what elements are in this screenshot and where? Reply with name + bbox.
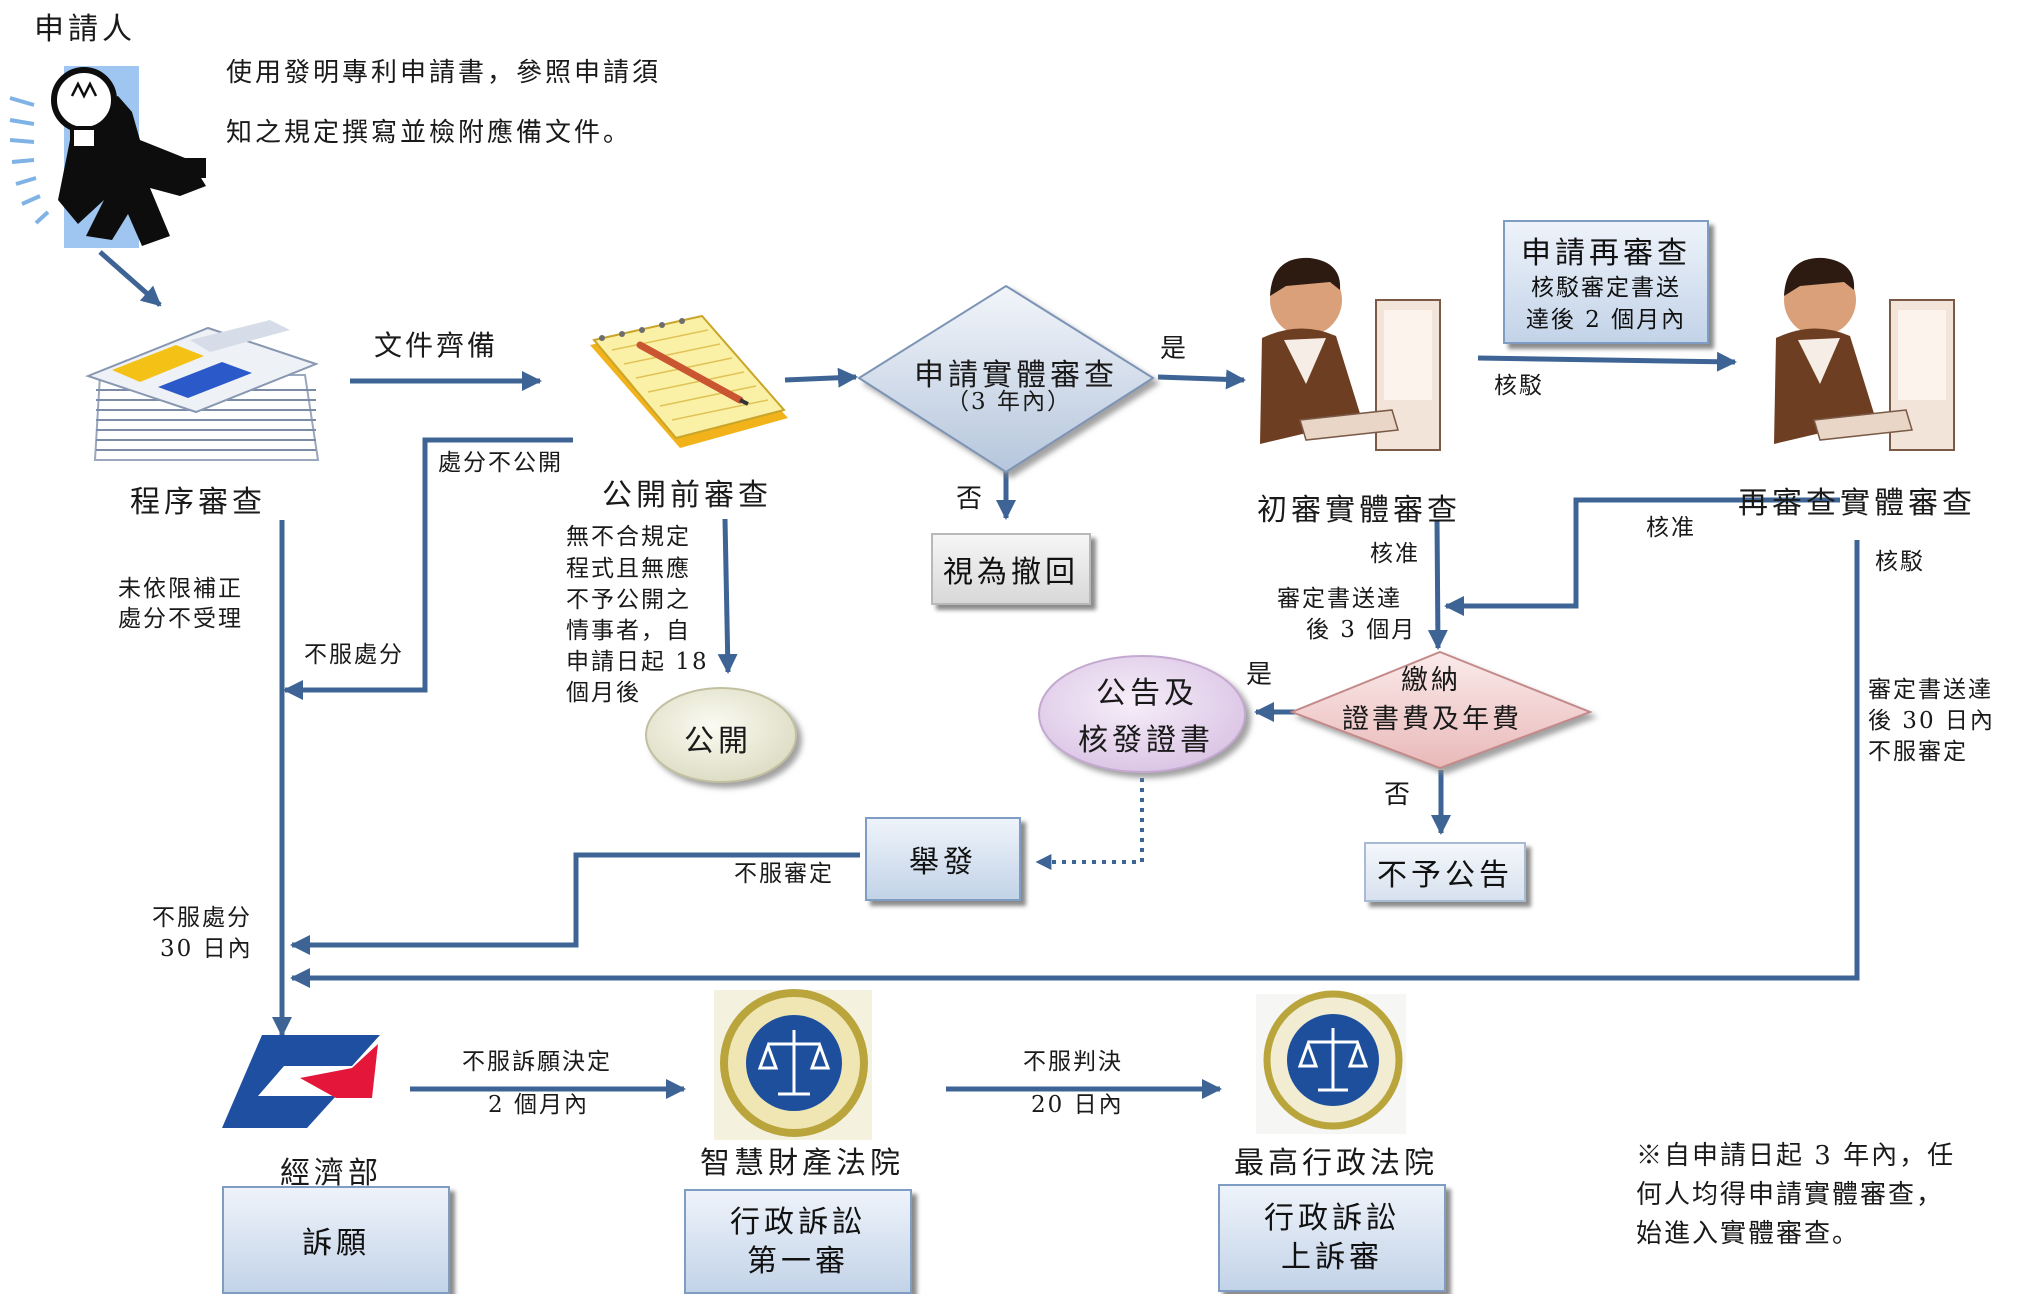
object-disposition-label-1: 不服處分 [304, 642, 404, 668]
no-violation-line6: 個月後 [566, 680, 641, 706]
arrow-publication [717, 518, 738, 674]
arrow-approved-reexam [1444, 497, 1840, 616]
pre-publication-review-label: 公開前審查 [602, 478, 772, 513]
documents-complete-label: 文件齊備 [374, 329, 499, 362]
reexam-served-line2: 後 30 日內 [1868, 708, 1995, 734]
object-disposition-2-line1: 不服處分 [152, 905, 252, 931]
rejected-label-2: 核駁 [1875, 549, 1925, 575]
reexam-served-line1: 審定書送達 [1868, 677, 1993, 703]
procedural-review-label: 程序審查 [130, 485, 266, 520]
applicant-label: 申請人 [34, 12, 136, 47]
pay-fees-line1: 繳納 [1401, 665, 1461, 696]
yes-label-2: 是 [1246, 660, 1276, 690]
no-violation-line2: 程式且無應 [566, 556, 691, 582]
admin-litigation-appeal-box: 行政訴訟 上訴審 [1218, 1184, 1446, 1292]
request-exam-diamond [857, 284, 1155, 474]
object-disposition-2-line2: 30 日內 [160, 936, 253, 962]
arrow-unpublished-disposition [283, 437, 573, 700]
footnote: ※自申請日起 3 年內，任 何人均得申請實體審查， 始進入實體審查。 [1636, 1137, 1955, 1254]
arrow-applicant-to-review [98, 250, 162, 307]
decision-served-line1: 審定書送達 [1277, 586, 1402, 612]
reexam-request-line2: 核駁審定書送 [1531, 275, 1681, 301]
request-exam-label-line2: （3 年內） [946, 389, 1072, 415]
pay-fees-line2: 證書費及年費 [1342, 704, 1522, 735]
rejected-label-1: 核駁 [1494, 373, 1544, 399]
yes-label-1: 是 [1160, 334, 1190, 364]
reexam-request-line3: 達後 2 個月內 [1525, 307, 1687, 333]
pay-fees-diamond [1289, 650, 1593, 770]
not-announced-box: 不予公告 [1364, 842, 1526, 902]
object-petition-line2: 2 個月內 [488, 1092, 589, 1118]
applicant-instruction-line1: 使用發明專利申請書，參照申請須 [226, 58, 662, 88]
approved-label-2: 核准 [1646, 515, 1696, 541]
ip-court-seal-icon [714, 989, 872, 1140]
object-judgment-line1: 不服判決 [1023, 1049, 1123, 1075]
examiner-at-computer-icon [1260, 257, 1441, 451]
announce-line1: 公告及 [1096, 676, 1198, 711]
deemed-withdrawn-box: 視為撤回 [931, 533, 1091, 605]
admin-litigation-first-line1: 行政訴訟 [730, 1204, 866, 1240]
footnote-line2: 何人均得申請實體審查， [1636, 1180, 1945, 1210]
not-announced-label: 不予公告 [1377, 858, 1513, 893]
object-judgment-line2: 20 日內 [1031, 1092, 1124, 1118]
approved-label-1: 核准 [1370, 541, 1420, 567]
moea-logo-icon [222, 1035, 380, 1128]
no-label-2: 否 [1384, 780, 1414, 810]
arrow-approved-first [1427, 519, 1448, 650]
publication-label: 公開 [684, 724, 752, 759]
no-violation-line3: 不予公開之 [566, 587, 691, 613]
first-substantive-exam-label: 初審實體審查 [1257, 493, 1461, 528]
object-petition-line1: 不服訴願決定 [462, 1049, 612, 1075]
document-stack-icon [85, 320, 320, 461]
no-violation-line1: 無不合規定 [566, 524, 691, 550]
reexam-request-line1: 申請再審查 [1521, 236, 1691, 271]
announce-ellipse [1038, 655, 1246, 773]
petition-box: 訴願 [222, 1186, 450, 1294]
admin-litigation-appeal-line2: 上訴審 [1281, 1240, 1383, 1275]
reexam-substantive-label: 再審查實體審查 [1738, 486, 1976, 521]
publication-ellipse [645, 687, 797, 783]
supreme-court-seal-icon [1256, 990, 1406, 1134]
arrow-reexam-objection [290, 540, 1860, 988]
arrow-yes-first-exam [1157, 369, 1246, 390]
moea-label: 經濟部 [280, 1156, 382, 1191]
dotted-arrow-announce-to-invalidation [1035, 778, 1144, 870]
admin-litigation-first-box: 行政訴訟 第一審 [684, 1189, 912, 1294]
footnote-line3: 始進入實體審查。 [1636, 1219, 1861, 1249]
announce-line2: 核發證書 [1078, 723, 1214, 758]
deemed-withdrawn-label: 視為撤回 [943, 555, 1079, 590]
decision-served-line2: 後 3 個月 [1306, 617, 1417, 643]
admin-litigation-first-line2: 第一審 [747, 1243, 849, 1279]
invalidation-label: 舉發 [909, 845, 977, 880]
admin-litigation-appeal-line1: 行政訴訟 [1264, 1201, 1400, 1236]
applicant-instruction-line2: 知之規定撰寫並檢附應備文件。 [226, 118, 633, 148]
no-violation-line5: 申請日起 18 [566, 649, 709, 675]
lightbulb-person-icon [9, 66, 206, 248]
request-exam-label-line1: 申請實體審查 [914, 358, 1118, 393]
not-corrected-line2: 處分不受理 [118, 606, 243, 632]
ip-court-label: 智慧財產法院 [700, 1146, 904, 1181]
reexam-served-line3: 不服審定 [1868, 739, 1968, 765]
reexam-request-box: 申請再審查 核駁審定書送 達後 2 個月內 [1503, 220, 1709, 344]
notepad-pencil-icon [590, 314, 788, 448]
invalidation-box: 舉發 [865, 817, 1021, 901]
arrow-object-decision [290, 852, 860, 955]
object-decision-label: 不服審定 [734, 861, 834, 887]
arrow-to-request-exam [784, 367, 858, 388]
no-label-1: 否 [956, 484, 986, 514]
not-corrected-line1: 未依限補正 [118, 576, 243, 602]
examiner-at-computer-icon [1774, 257, 1955, 451]
arrow-reexam-request [1477, 351, 1737, 372]
footnote-line1: ※自申請日起 3 年內，任 [1636, 1141, 1956, 1171]
petition-label: 訴願 [302, 1226, 370, 1261]
no-violation-line4: 情事者，自 [566, 618, 691, 644]
supreme-admin-court-label: 最高行政法院 [1234, 1146, 1438, 1181]
unpublished-disposition-label: 處分不公開 [438, 450, 563, 476]
